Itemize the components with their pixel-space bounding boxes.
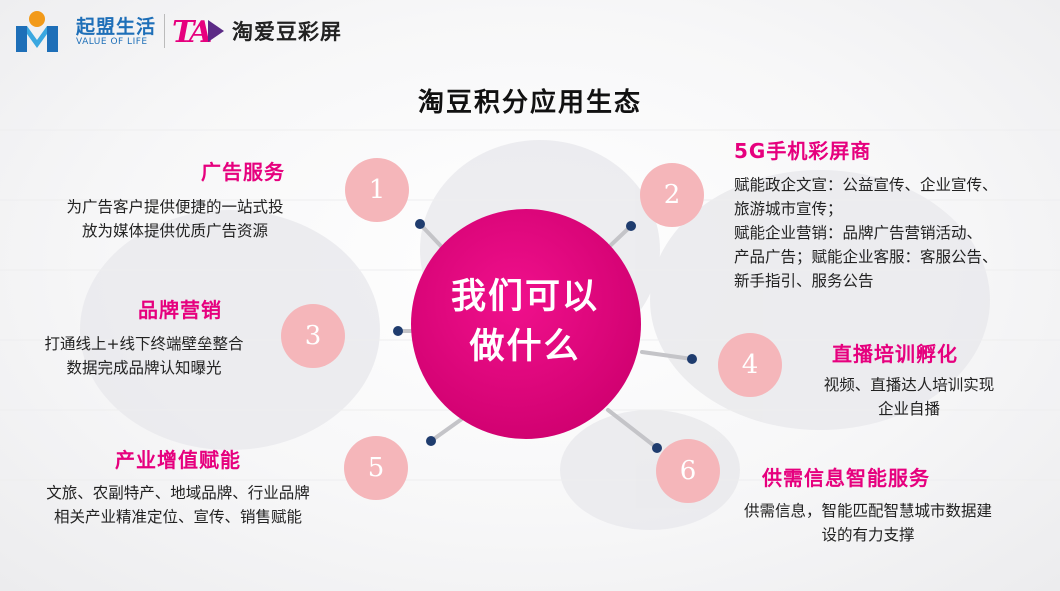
spoke-4: [640, 350, 694, 361]
block-2-line: 旅游城市宣传；: [734, 200, 843, 218]
block-2-line: 赋能政企文宣：公益宣传、企业宣传、: [734, 176, 998, 194]
node-3: 3: [281, 304, 345, 368]
block-4-text: 视频、直播达人培训实现 企业自播: [804, 373, 1014, 421]
spoke-dot-2: [626, 221, 636, 231]
block-5-line: 相关产业精准定位、宣传、销售赋能: [53, 508, 302, 526]
block-1-line: 放为媒体提供优质广告资源: [81, 222, 268, 240]
block-6-line: 设的有力支撑: [821, 526, 915, 544]
block-5-text: 文旅、农副特产、地域品牌、行业品牌 相关产业精准定位、宣传、销售赋能: [18, 481, 338, 529]
qimeng-logo-icon: [16, 11, 58, 52]
node-6: 6: [656, 439, 720, 503]
brand-name-cn: 起盟生活: [76, 16, 157, 38]
page-title: 淘豆积分应用生态: [417, 88, 642, 118]
block-2-line: 赋能企业营销：品牌广告营销活动、: [734, 224, 983, 242]
hub-label: 我们可以 做什么: [410, 272, 640, 372]
spoke-dot-4: [687, 354, 697, 364]
block-3-title: 品牌营销: [138, 298, 222, 322]
spoke-dot-6: [652, 443, 662, 453]
block-4-line: 企业自播: [877, 400, 940, 418]
spoke-dot-5: [426, 436, 436, 446]
block-6-text: 供需信息，智能匹配智慧城市数据建 设的有力支撑: [718, 499, 1018, 547]
svg-text:T: T: [172, 15, 197, 50]
block-1-title: 广告服务: [201, 160, 285, 184]
block-3-line: 数据完成品牌认知曝光: [66, 359, 222, 377]
block-4-title: 直播培训孵化: [832, 342, 958, 366]
spoke-6: [606, 408, 659, 450]
spoke-dot-3: [393, 326, 403, 336]
spoke-5: [429, 414, 468, 443]
hub-label-line2: 做什么: [469, 327, 581, 367]
block-1-text: 为广告客户提供便捷的一站式投 放为媒体提供优质广告资源: [40, 195, 310, 243]
node-2: 2: [640, 163, 704, 227]
node-1: 1: [345, 158, 409, 222]
header-divider: [164, 14, 165, 48]
node-4: 4: [718, 333, 782, 397]
spoke-dot-1: [415, 219, 425, 229]
block-6-title: 供需信息智能服务: [762, 466, 930, 490]
block-2-title: 5G手机彩屏商: [734, 139, 872, 163]
block-1-line: 为广告客户提供便捷的一站式投: [66, 198, 284, 216]
block-2-text: 赋能政企文宣：公益宣传、企业宣传、 旅游城市宣传； 赋能企业营销：品牌广告营销活…: [734, 173, 998, 293]
hub-circle: [411, 209, 641, 439]
block-4-line: 视频、直播达人培训实现: [823, 376, 995, 394]
hub-label-line1: 我们可以: [450, 277, 599, 317]
block-3-line: 打通线上+线下终端壁垒整合: [44, 335, 244, 353]
brand-name-en: VALUE OF LIFE: [76, 37, 148, 47]
block-3-text: 打通线上+线下终端壁垒整合 数据完成品牌认知曝光: [16, 332, 272, 380]
tad-logo-icon: T A: [172, 15, 224, 50]
node-5: 5: [344, 436, 408, 500]
svg-text:A: A: [186, 15, 212, 50]
block-5-title: 产业增值赋能: [115, 448, 241, 472]
tad-brand-name: 淘爱豆彩屏: [232, 20, 342, 44]
block-6-line: 供需信息，智能匹配智慧城市数据建: [743, 502, 992, 520]
block-2-line: 新手指引、服务公告: [734, 272, 874, 290]
block-5-line: 文旅、农副特产、地域品牌、行业品牌: [46, 484, 310, 502]
block-2-line: 产品广告；赋能企业客服：客服公告、: [734, 248, 998, 266]
header: [14, 8, 60, 56]
